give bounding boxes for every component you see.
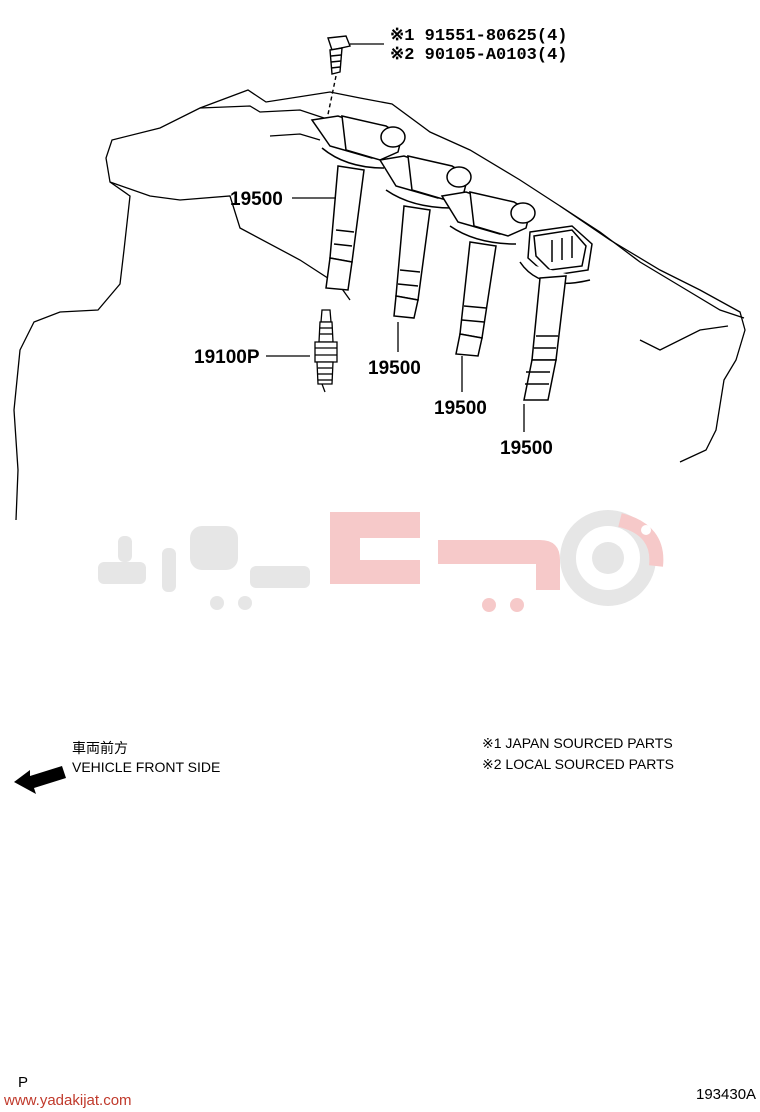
local-sourced-note: ※2 LOCAL SOURCED PARTS	[482, 756, 674, 772]
front-label-jp: 車両前方	[72, 740, 128, 756]
ignition-coil-1	[310, 115, 406, 291]
website-link[interactable]: www.yadakijat.com	[4, 1092, 132, 1109]
watermark-logo	[98, 510, 664, 612]
ignition-coil-3	[440, 191, 536, 357]
part-label-coil-4: 19500	[500, 438, 553, 459]
part-label-coil-2: 19500	[368, 358, 421, 379]
japan-sourced-note: ※1 JAPAN SOURCED PARTS	[482, 735, 673, 751]
ignition-coil-2	[378, 155, 472, 319]
spark-plug-icon	[314, 309, 338, 393]
leader-lines	[266, 197, 525, 432]
bolt-icon	[325, 35, 384, 125]
page-letter: P	[18, 1074, 29, 1091]
diagram-code: 193430A	[696, 1086, 757, 1103]
ignition-coil-4	[519, 225, 593, 401]
part-label-spark-plug: 19100P	[194, 347, 260, 368]
part-label-coil-1: 19500	[230, 189, 283, 210]
front-arrow-icon	[14, 766, 66, 794]
part-label-coil-3: 19500	[434, 398, 487, 419]
bolt-part-note-1: ※1 91551-80625(4)	[390, 27, 567, 46]
bolt-part-note-2: ※2 90105-A0103(4)	[390, 46, 567, 65]
front-label-en: VEHICLE FRONT SIDE	[72, 759, 221, 775]
